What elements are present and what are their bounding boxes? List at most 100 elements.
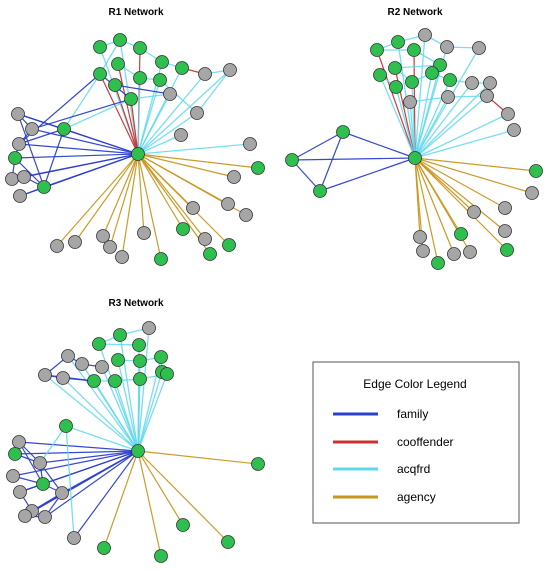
r1-node-gray-18 <box>227 170 241 184</box>
r1-node-green-12 <box>124 92 138 106</box>
r2-node-gray-17 <box>480 89 494 103</box>
r1-node-green-24 <box>222 238 236 252</box>
r3-edge-family-x28 <box>18 441 44 485</box>
r3-node-green-15 <box>133 372 147 386</box>
r3-edge-acqfrd-x27 <box>65 425 75 539</box>
r2-edge-family-x1 <box>291 131 344 161</box>
r2-edge-agency-28 <box>414 157 455 255</box>
r3-node-green-30 <box>154 549 168 563</box>
r2-node-green-26 <box>500 243 514 257</box>
r2-node-gray-23 <box>467 205 481 219</box>
r1-title: R1 Network <box>108 7 163 18</box>
r1-node-gray-35 <box>25 122 39 136</box>
r3-node-green-14 <box>108 374 122 388</box>
r3-edge-agency-29 <box>103 450 139 549</box>
r3-node-green-8 <box>133 354 147 368</box>
r3-node-green-29 <box>97 541 111 555</box>
r3-edge-agency-31 <box>137 450 184 526</box>
r2-edge-agency-26 <box>414 157 508 251</box>
r3-node-green-7 <box>111 353 125 367</box>
r2-edge-acqfrd-18 <box>414 113 509 159</box>
r1-node-gray-26 <box>137 226 151 240</box>
r1-edge-family-x9 <box>114 84 171 95</box>
r3-edge-family-20 <box>39 450 139 464</box>
r3-node-gray-4 <box>61 349 75 363</box>
r3-edge-family-18 <box>18 441 139 452</box>
r2-edge-family-34 <box>342 131 416 159</box>
r2-node-green-hub <box>408 151 422 165</box>
r1-edge-acqfrd-x12 <box>196 69 231 114</box>
legend-title: Edge Color Legend <box>363 377 466 391</box>
r3-node-green-19 <box>8 447 22 461</box>
r3-edge-acqfrd-14 <box>114 380 139 452</box>
r2-node-gray-12 <box>465 76 479 90</box>
r3-node-green-32 <box>221 535 235 549</box>
r1-node-gray-15 <box>174 128 188 142</box>
r1-node-gray-13 <box>163 87 177 101</box>
r1-node-green-1 <box>113 33 127 47</box>
r2-node-gray-30 <box>413 230 427 244</box>
r1-edge-family-39 <box>23 153 139 178</box>
r3-edge-acqfrd-10 <box>137 371 163 452</box>
r3-edge-family-21 <box>12 450 139 477</box>
r3-edge-acqfrd-17 <box>65 425 139 452</box>
r3-node-gray-5 <box>75 357 89 371</box>
r2-node-gray-21 <box>525 186 539 200</box>
r1-edge-agency-25 <box>137 153 211 255</box>
r1-node-gray-28 <box>96 229 110 243</box>
r1-node-gray-32 <box>50 239 64 253</box>
r2-edge-family-x2 <box>319 131 344 192</box>
r1-node-gray-34 <box>11 107 25 121</box>
r2-node-gray-2 <box>418 28 432 42</box>
r1-node-gray-9 <box>198 67 212 81</box>
r2-node-green-34 <box>336 125 350 139</box>
r3-node-gray-12 <box>56 371 70 385</box>
r3-edge-acqfrd-7 <box>117 359 139 452</box>
r1-edge-cooffender-5 <box>99 73 139 155</box>
r1-edge-agency-29 <box>109 153 139 248</box>
r2-node-green-10 <box>425 66 439 80</box>
legend-label-family: family <box>397 407 428 421</box>
r1-node-green-7 <box>153 73 167 87</box>
r3-node-green-3 <box>132 338 146 352</box>
r2-node-gray-19 <box>507 123 521 137</box>
r2-node-green-8 <box>373 68 387 82</box>
r1-node-gray-38 <box>5 172 19 186</box>
r2-node-gray-22 <box>498 201 512 215</box>
r2-node-green-33 <box>313 184 327 198</box>
r3-edge-acqfrd-13 <box>93 380 139 452</box>
legend-label-cooffender: cooffender <box>397 435 454 449</box>
legend-label-acqfrd: acqfrd <box>397 462 430 476</box>
r3-edge-family-27 <box>24 450 139 517</box>
r1-node-gray-30 <box>115 250 129 264</box>
r1-node-green-22 <box>176 222 190 236</box>
r1-node-gray-29 <box>103 240 117 254</box>
r1-node-green-0 <box>93 40 107 54</box>
r1-node-gray-40 <box>13 189 27 203</box>
r1-node-green-27 <box>154 252 168 266</box>
r3-title: R3 Network <box>108 298 163 309</box>
r1-edge-agency-24 <box>137 153 230 246</box>
r3-node-green-31 <box>176 518 190 532</box>
r1-edge-family-x27 <box>31 98 132 130</box>
r1-node-green-41 <box>37 180 51 194</box>
r3-node-green-hub <box>131 444 145 458</box>
r1-edge-family-x15 <box>43 128 65 188</box>
r1-node-green-6 <box>133 71 147 85</box>
r2-edge-acqfrd-16 <box>414 96 449 159</box>
r1-node-green-25 <box>203 247 217 261</box>
r1-edge-family-41 <box>43 153 139 188</box>
r1-edge-acqfrd-14 <box>137 112 198 155</box>
r2-edge-acqfrd-14 <box>395 86 416 159</box>
r1-node-green-17 <box>251 161 265 175</box>
r3-edge-acqfrd-x26 <box>39 425 67 464</box>
r2-node-green-5 <box>407 43 421 57</box>
r2-edge-acqfrd-12 <box>414 82 473 159</box>
r1-edge-acqfrd-x11 <box>159 79 198 114</box>
r1-node-green-4 <box>111 57 125 71</box>
nodes-layer <box>5 28 543 563</box>
r1-edge-acqfrd-10 <box>137 69 231 155</box>
r3-node-gray-24 <box>55 486 69 500</box>
r3-node-gray-0 <box>142 321 156 335</box>
